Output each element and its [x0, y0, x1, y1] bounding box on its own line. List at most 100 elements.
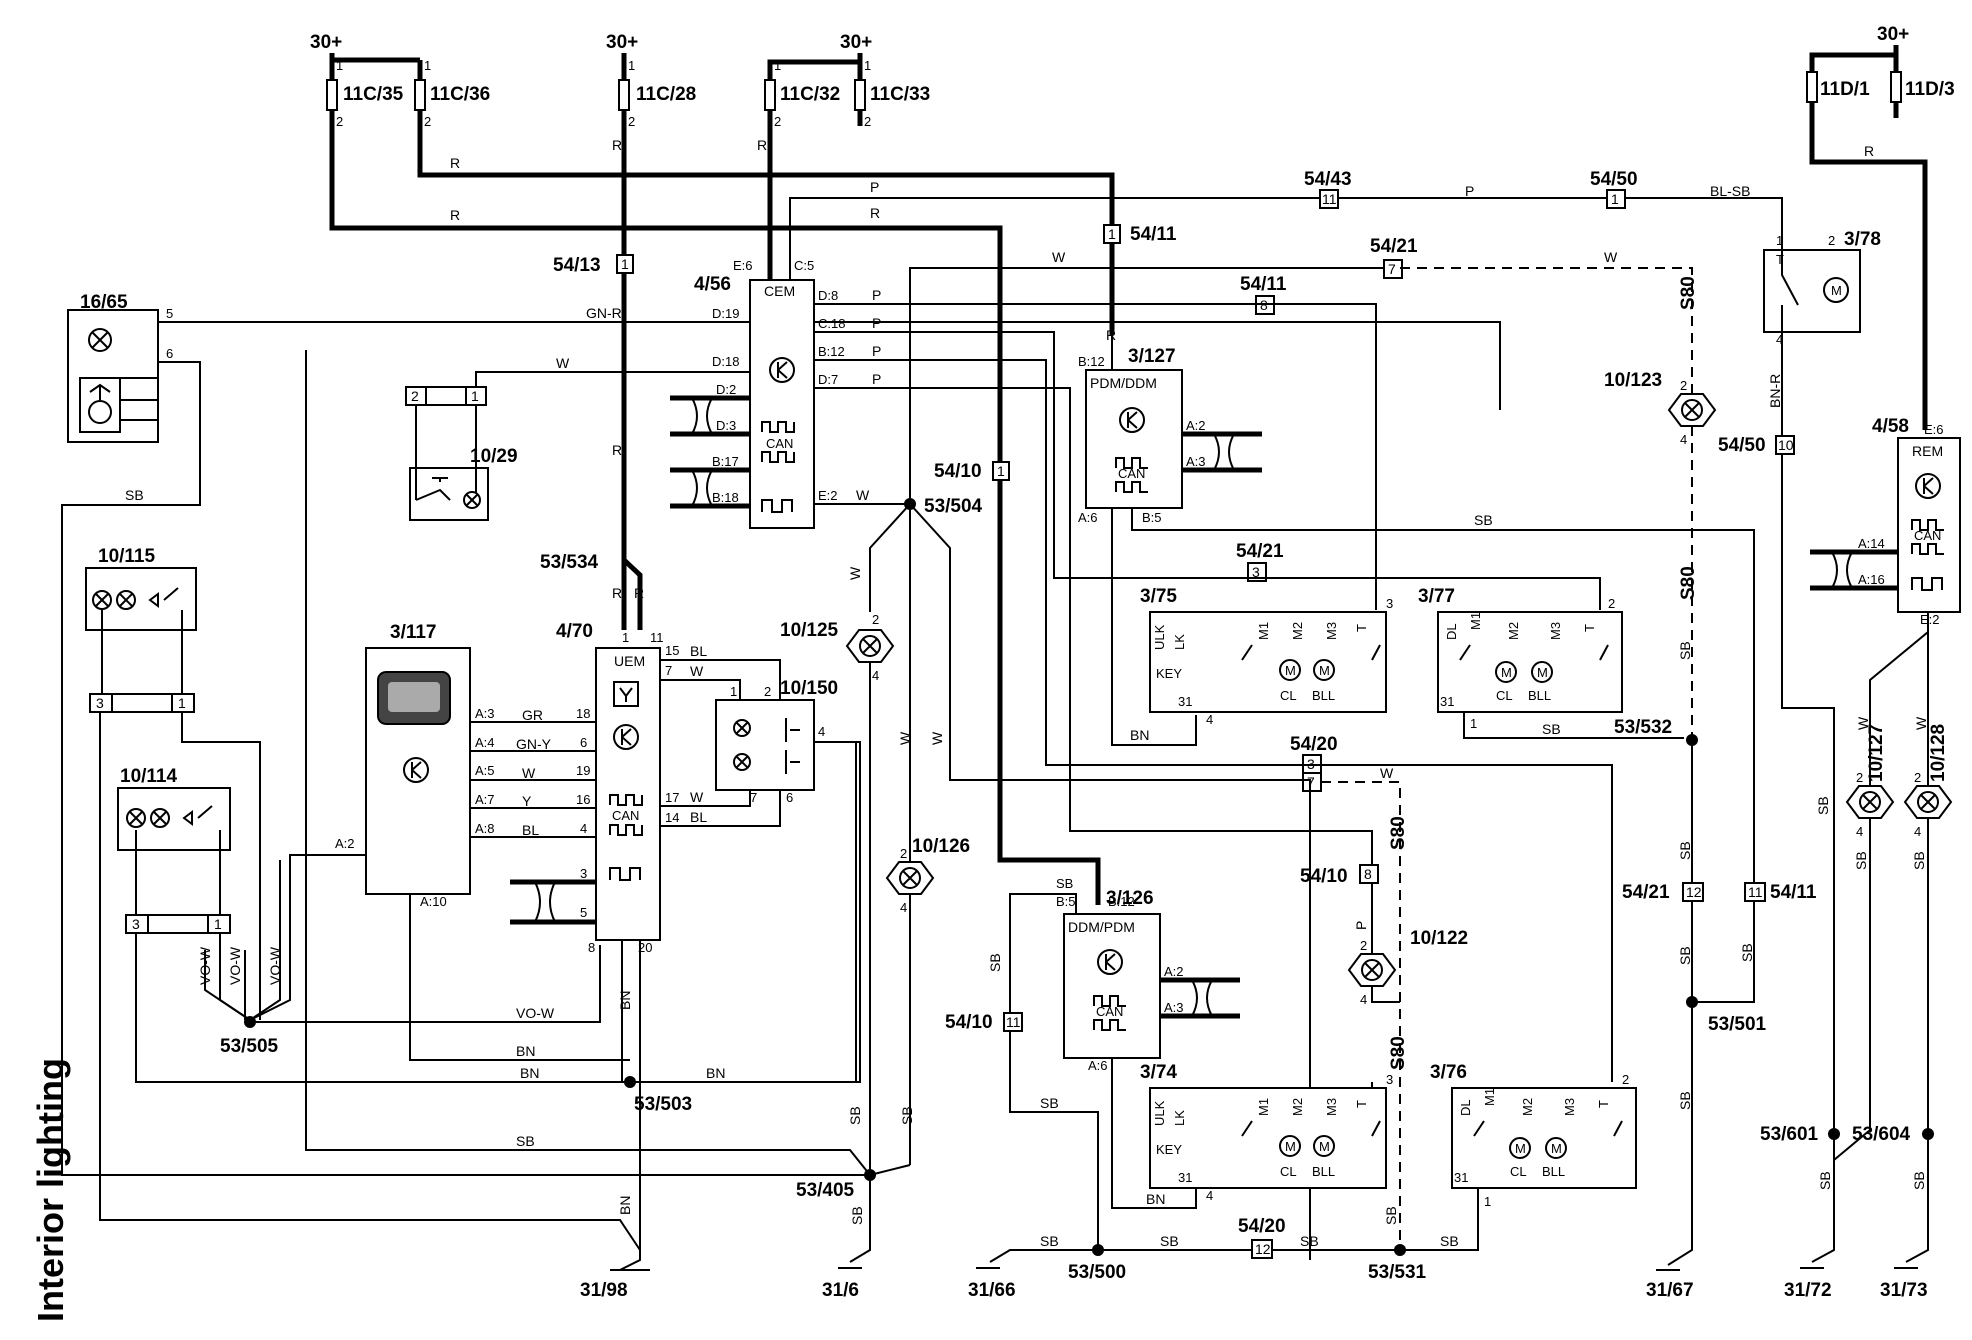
cem-label: CEM	[764, 283, 795, 299]
variant-label: S80	[1678, 566, 1699, 600]
splice-label: 53/601	[1760, 1124, 1819, 1145]
svg-text:54/10: 54/10	[945, 1012, 993, 1033]
fuse-label: 11D/1	[1820, 79, 1870, 100]
splice-label: 53/500	[1068, 1262, 1126, 1283]
svg-text:M2: M2	[1506, 622, 1521, 640]
svg-text:BLL: BLL	[1312, 688, 1335, 703]
svg-text:T: T	[1354, 624, 1369, 632]
component-label: 10/29	[470, 446, 518, 467]
svg-text:5: 5	[166, 306, 173, 321]
svg-text:4: 4	[1776, 332, 1783, 347]
svg-text:SB: SB	[1677, 946, 1693, 965]
svg-text:A:8: A:8	[475, 821, 495, 836]
svg-text:4: 4	[580, 821, 587, 836]
svg-text:8: 8	[1364, 866, 1372, 882]
svg-text:SB: SB	[1677, 841, 1693, 860]
svg-text:11: 11	[650, 630, 664, 645]
fuse-label: 11C/28	[636, 84, 696, 105]
svg-text:S80: S80	[1388, 1036, 1409, 1070]
component-4-58-rem: 4/58 REM CAN E:6 A:14A:16 E:2	[1810, 416, 1961, 790]
svg-text:A:2: A:2	[1186, 418, 1206, 433]
svg-text:A:3: A:3	[1186, 454, 1206, 469]
component-10-115: 10/115 3 1	[85, 546, 641, 1251]
ddm-pdm-label: DDM/PDM	[1068, 919, 1135, 935]
svg-text:Y: Y	[522, 793, 532, 809]
svg-text:SB: SB	[1815, 796, 1831, 815]
svg-text:BN: BN	[1130, 727, 1149, 743]
svg-text:M1: M1	[1256, 622, 1271, 640]
svg-text:M3: M3	[1324, 622, 1339, 640]
svg-text:M: M	[1285, 1139, 1296, 1154]
splice-label: 53/501	[1708, 1014, 1767, 1035]
svg-text:T: T	[1776, 252, 1784, 267]
splice-label: 53/505	[220, 1036, 279, 1057]
svg-text:S80: S80	[1388, 816, 1409, 850]
svg-text:2: 2	[774, 114, 781, 129]
fuse-label: 11C/32	[780, 84, 840, 105]
svg-text:SB: SB	[987, 953, 1003, 972]
svg-text:SB: SB	[847, 1106, 863, 1125]
component-10-123: 10/123 24 W S80 S80 SB SB SB 53/501 SB S…	[1400, 249, 1767, 1266]
svg-text:CL: CL	[1280, 1164, 1297, 1179]
component-label: 3/75	[1140, 586, 1177, 607]
splice-label: 53/504	[924, 496, 983, 517]
svg-text:W: W	[1913, 716, 1929, 730]
fuse-label: 11C/33	[870, 84, 930, 105]
svg-text:BN: BN	[516, 1043, 535, 1059]
svg-text:ULK: ULK	[1152, 1100, 1167, 1126]
component-label: 16/65	[80, 292, 128, 313]
svg-text:1: 1	[1484, 1194, 1491, 1209]
svg-text:SB: SB	[1739, 943, 1755, 962]
svg-text:CAN: CAN	[612, 808, 639, 823]
svg-text:E:6: E:6	[733, 258, 753, 273]
component-10-125: 10/125 24	[780, 612, 895, 1175]
connector-boxes: 1 54/13 1 54/11 11 54/43 1 54/50 7 54/21…	[553, 169, 1817, 1259]
svg-text:SB: SB	[1300, 1233, 1319, 1249]
svg-text:1: 1	[621, 256, 629, 272]
svg-text:T: T	[1354, 1100, 1369, 1108]
component-label: 10/114	[120, 766, 177, 787]
svg-text:LK: LK	[1172, 1110, 1187, 1126]
svg-text:31: 31	[1454, 1170, 1468, 1185]
svg-text:A:10: A:10	[420, 894, 447, 909]
svg-text:CL: CL	[1510, 1164, 1527, 1179]
svg-text:SB: SB	[1911, 1171, 1927, 1190]
svg-text:A:5: A:5	[475, 763, 495, 778]
svg-text:VO-W: VO-W	[197, 946, 213, 985]
component-label: 3/76	[1430, 1062, 1467, 1083]
component-label: 3/78	[1844, 229, 1881, 250]
fuse-label: 11D/3	[1905, 79, 1955, 100]
svg-text:2: 2	[1680, 378, 1687, 393]
svg-text:R: R	[450, 155, 460, 171]
svg-text:2: 2	[424, 114, 431, 129]
rem-label: REM	[1912, 443, 1943, 459]
svg-text:M: M	[1319, 1139, 1330, 1154]
svg-text:A:16: A:16	[1858, 572, 1885, 587]
svg-text:3: 3	[132, 916, 140, 932]
svg-text:3: 3	[1252, 564, 1260, 580]
component-label: 4/56	[694, 274, 731, 295]
svg-text:CAN: CAN	[766, 436, 793, 451]
svg-text:SB: SB	[899, 1106, 915, 1125]
svg-text:B:17: B:17	[712, 454, 739, 469]
svg-text:T: T	[1596, 1100, 1611, 1108]
svg-text:31: 31	[1440, 694, 1454, 709]
svg-text:S80: S80	[1678, 276, 1699, 310]
svg-text:6: 6	[786, 790, 793, 805]
component-label: 4/58	[1872, 416, 1909, 437]
splice-label: 53/405	[796, 1180, 855, 1201]
svg-text:B:5: B:5	[1056, 894, 1076, 909]
svg-text:B:18: B:18	[712, 490, 739, 505]
svg-text:M1: M1	[1468, 612, 1483, 630]
component-label: 3/126	[1106, 888, 1154, 909]
svg-text:CAN: CAN	[1118, 466, 1145, 481]
svg-text:SB: SB	[1383, 1206, 1399, 1225]
splice-label: 53/604	[1852, 1124, 1911, 1145]
svg-text:1: 1	[622, 630, 629, 645]
svg-text:M2: M2	[1290, 622, 1305, 640]
svg-text:VO-W: VO-W	[516, 1005, 555, 1021]
component-label: 10/150	[780, 678, 838, 699]
svg-text:A:2: A:2	[1164, 964, 1184, 979]
